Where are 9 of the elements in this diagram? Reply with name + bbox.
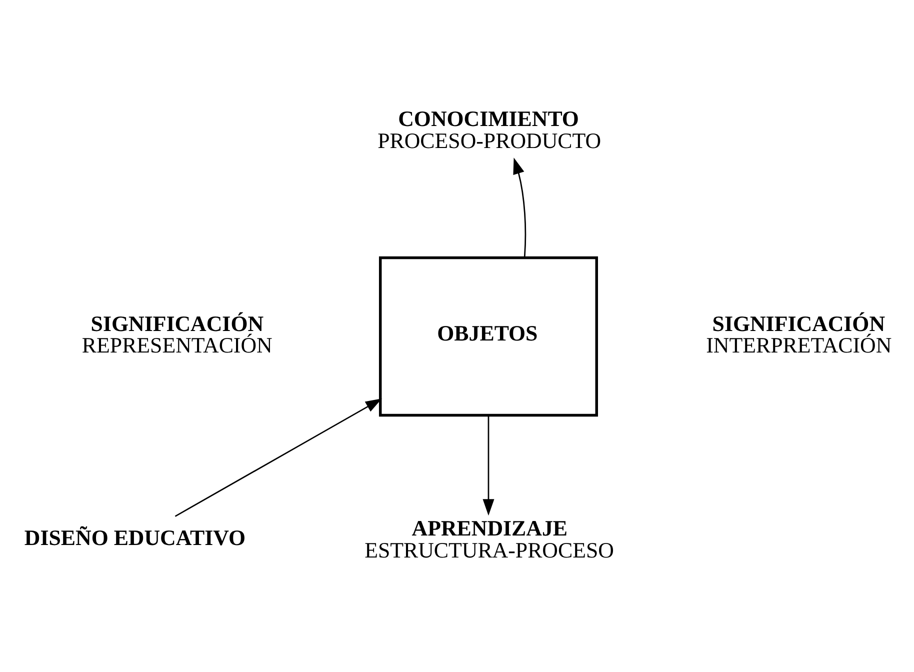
node-text: APRENDIZAJE ESTRUCTURA-PROCESO [364, 514, 614, 562]
arrow [482, 414, 494, 516]
arrow [174, 398, 382, 516]
node-text: SIGNIFICACIÓN REPRESENTACIÓN [82, 310, 272, 358]
node-text: SIGNIFICACIÓN INTERPRETACIÓN [706, 310, 892, 358]
node-text: DISEÑO EDUCATIVO [24, 524, 246, 550]
arrow [513, 157, 526, 258]
node-text: CONOCIMIENTO PROCESO-PRODUCTO [378, 106, 602, 153]
node-box: OBJETOS [378, 256, 598, 416]
